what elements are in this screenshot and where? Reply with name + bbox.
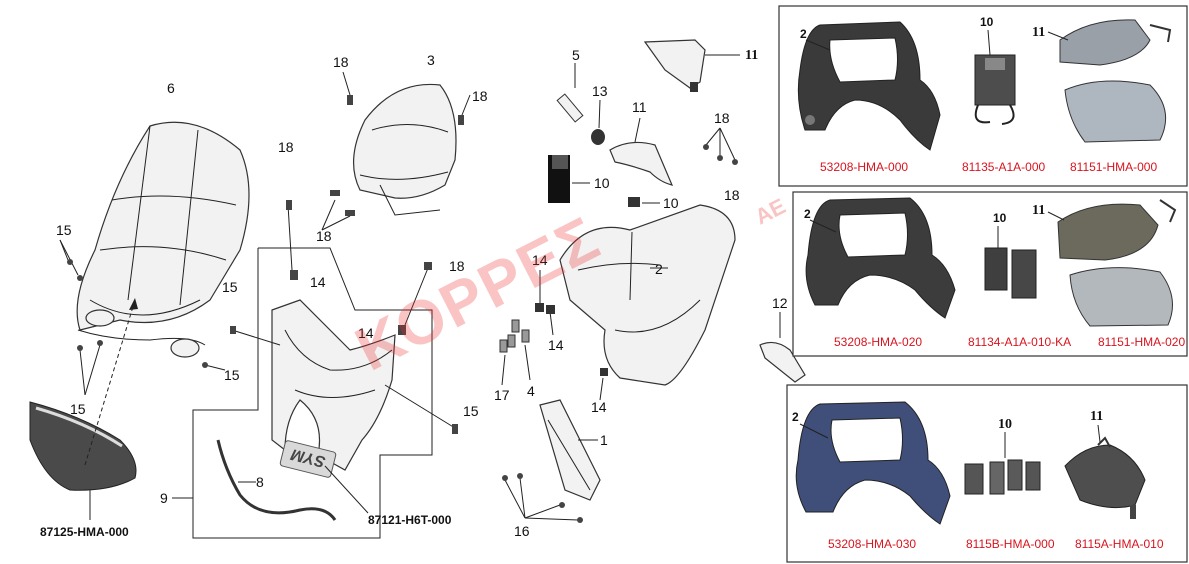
callout-14: 14 bbox=[591, 399, 607, 415]
part-code-visor: 87125-HMA-000 bbox=[40, 525, 129, 539]
panel-3-code-3: 8115A-HMA-010 bbox=[1075, 537, 1164, 551]
screws-16 bbox=[502, 473, 583, 523]
callout-15: 15 bbox=[463, 403, 479, 419]
inner-frame bbox=[321, 71, 471, 231]
callout-16: 16 bbox=[514, 523, 530, 539]
clip-variant-1 bbox=[974, 54, 1016, 125]
clip-variant-3 bbox=[964, 459, 1041, 495]
windshield-bracket bbox=[77, 309, 206, 358]
panel-1-code-3: 81151-HMA-000 bbox=[1070, 160, 1157, 174]
variant-panel-1: 2 10 11 53208-HMA-000 81135-A1A-000 8115… bbox=[778, 5, 1188, 187]
callout-11: 11 bbox=[745, 48, 758, 63]
callout-12: 12 bbox=[772, 295, 788, 311]
visor-part bbox=[29, 298, 138, 520]
panel-2-label-11: 11 bbox=[1032, 203, 1045, 218]
callout-14: 14 bbox=[310, 274, 326, 290]
callout-18: 18 bbox=[472, 88, 488, 104]
callout-13: 13 bbox=[592, 83, 608, 99]
callout-5: 5 bbox=[572, 47, 580, 63]
pin-5 bbox=[556, 63, 584, 123]
callout-labels: 6 3 18 18 18 18 18 18 18 15 15 15 15 15 … bbox=[56, 47, 788, 539]
callout-15: 15 bbox=[56, 222, 72, 238]
callout-6: 6 bbox=[167, 80, 175, 96]
grommet-13 bbox=[591, 99, 605, 145]
panel-3-code-2: 8115B-HMA-000 bbox=[966, 537, 1055, 551]
side-cover-variant-1 bbox=[1059, 19, 1172, 143]
front-cover-assembly-box bbox=[172, 247, 433, 539]
callout-9: 9 bbox=[160, 490, 168, 506]
panel-1-code-1: 53208-HMA-000 bbox=[820, 160, 908, 174]
callout-18: 18 bbox=[278, 139, 294, 155]
callout-11: 11 bbox=[632, 99, 647, 115]
panel-2-label-2: 2 bbox=[804, 207, 811, 221]
callout-18: 18 bbox=[333, 54, 349, 70]
callout-10: 10 bbox=[663, 195, 679, 211]
wire-harness bbox=[216, 439, 337, 521]
callout-18: 18 bbox=[449, 258, 465, 274]
watermark-suffix: ΑΕ bbox=[751, 193, 790, 229]
upper-bracket-11 bbox=[643, 39, 740, 92]
clip-10-left bbox=[548, 155, 590, 203]
panel-1-label-10: 10 bbox=[980, 15, 994, 29]
panel-2-label-10: 10 bbox=[993, 211, 1007, 225]
front-cover bbox=[230, 200, 458, 471]
panel-1-label-11: 11 bbox=[1032, 25, 1045, 40]
bracket-11-center bbox=[609, 117, 674, 186]
side-cover-variant-3 bbox=[1064, 436, 1146, 519]
meter-cover-2 bbox=[559, 204, 736, 386]
callout-15: 15 bbox=[222, 279, 238, 295]
lower-panel-1 bbox=[539, 399, 601, 501]
callout-2: 2 bbox=[655, 261, 663, 277]
callout-15: 15 bbox=[70, 401, 86, 417]
callout-18: 18 bbox=[724, 187, 740, 203]
callout-18: 18 bbox=[714, 110, 730, 126]
clip-variant-2 bbox=[984, 247, 1037, 299]
callout-15: 15 bbox=[224, 367, 240, 383]
panel-1-label-2: 2 bbox=[800, 27, 807, 41]
variant-panel-3: 2 10 11 53208-HMA-030 8115B-HMA-000 8115… bbox=[786, 384, 1188, 563]
callout-17: 17 bbox=[494, 387, 510, 403]
panel-3-label-11: 11 bbox=[1090, 409, 1103, 424]
panel-1-code-2: 81135-A1A-000 bbox=[962, 160, 1046, 174]
panel-2-code-1: 53208-HMA-020 bbox=[834, 335, 922, 349]
screws-18-center bbox=[703, 127, 738, 165]
panel-2-code-2: 81134-A1A-010-KA bbox=[968, 335, 1071, 349]
callout-8: 8 bbox=[256, 474, 264, 490]
callout-4: 4 bbox=[527, 383, 535, 399]
screws-15-left bbox=[59, 239, 226, 396]
panel-2-code-3: 81151-HMA-020 bbox=[1098, 335, 1185, 349]
callout-14: 14 bbox=[532, 252, 548, 268]
part-code-emblem: 87121-H6T-000 bbox=[368, 513, 452, 527]
callout-18: 18 bbox=[316, 228, 332, 244]
callout-1: 1 bbox=[600, 432, 608, 448]
callout-14: 14 bbox=[358, 325, 374, 341]
callout-14: 14 bbox=[548, 337, 564, 353]
panel-3-code-1: 53208-HMA-030 bbox=[828, 537, 916, 551]
panel-3-label-2: 2 bbox=[792, 410, 799, 424]
panel-3-label-10: 10 bbox=[998, 417, 1012, 432]
windshield bbox=[76, 121, 250, 331]
screws-14-center bbox=[535, 270, 608, 401]
clip-10-mid bbox=[628, 197, 660, 207]
side-cover-variant-2 bbox=[1057, 199, 1177, 327]
variant-panel-2: 2 10 11 53208-HMA-020 81134-A1A-010-KA 8… bbox=[792, 191, 1188, 357]
sym-emblem: SYM bbox=[279, 440, 369, 514]
trim-12 bbox=[759, 312, 806, 383]
callout-3: 3 bbox=[427, 52, 435, 68]
callout-10: 10 bbox=[594, 175, 610, 191]
clips-17-4 bbox=[499, 319, 531, 386]
